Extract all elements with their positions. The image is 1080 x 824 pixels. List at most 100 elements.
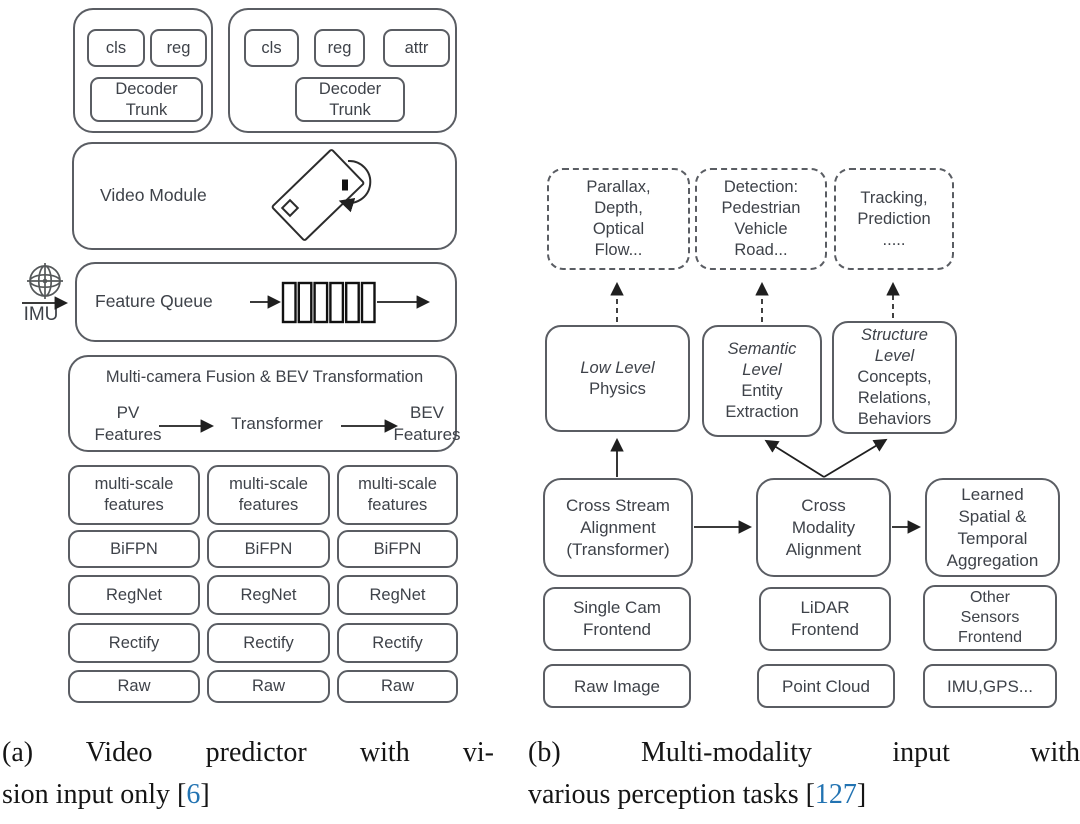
point-cloud-box: Point Cloud [757,664,895,708]
decoder-trunk-box: Decoder Trunk [90,77,203,122]
decoder-trunk-line: Decoder [115,79,178,98]
decoder-trunk-line: Trunk [125,100,168,119]
bev-features-label: BEV Features [390,402,464,446]
stack-multiscale-box: multi-scale features [207,465,330,525]
stack-bifpn-box: BiFPN [337,530,458,568]
stack-line: features [104,496,164,514]
video-module-label: Video Module [100,185,207,205]
stack-line: BiFPN [244,539,293,558]
head-attr-label: attr [404,38,429,57]
stack-line: BiFPN [373,539,422,558]
learned-aggregation-box: Learned Spatial & Temporal Aggregation [925,478,1060,577]
stack-line: BiFPN [110,539,158,558]
transformer-label: Transformer [231,414,323,433]
raw-line: IMU,GPS... [947,676,1033,696]
level-italic-line: Low Level [580,358,655,377]
level-italic-line: Level [874,347,915,365]
stack-line: RegNet [106,585,162,604]
task-tracking-box: Tracking, Prediction ..... [834,168,954,270]
level-structure-box: Structure Level Concepts, Relations, Beh… [832,321,957,434]
level-line: Concepts, [857,368,932,386]
head-attr-box: attr [383,29,450,67]
head-cls-box: cls [244,29,299,67]
stack-line: Raw [380,677,414,695]
task-parallax-box: Parallax, Depth, Optical Flow... [547,168,690,270]
stack-bifpn-box: BiFPN [68,530,200,568]
imu-gps-box: IMU,GPS... [923,664,1057,708]
frontend-line: Other [969,589,1010,606]
caption-b-bracket: ] [856,779,867,810]
stack-line: Rectify [243,633,294,652]
stack-line: features [367,496,428,514]
head-reg-box: reg [314,29,365,67]
raw-line: Raw Image [574,676,660,696]
head-reg-box: reg [150,29,207,67]
alignment-line: Alignment [785,539,862,559]
head-cls-label: cls [261,38,282,57]
cross-stream-alignment-box: Cross Stream Alignment (Transformer) [543,478,693,577]
pv-line: PV [116,403,140,422]
alignment-line: Spatial & [958,506,1027,526]
stack-regnet-box: RegNet [207,575,330,615]
stack-multiscale-box: multi-scale features [337,465,458,525]
level-line: Behaviors [857,410,932,428]
stack-line: Raw [251,677,285,695]
video-module-box [72,142,457,250]
caption-b-line2: various perception tasks [127] [528,774,1080,816]
bev-line: BEV [409,403,445,422]
head-reg-label: reg [166,38,191,57]
frontend-line: Single Cam [573,598,661,617]
stack-line: multi-scale [358,475,437,493]
level-italic-line: Structure [861,326,928,344]
task-line: Depth, [594,199,643,217]
citation-link-127[interactable]: 127 [814,779,857,810]
head-cls-label: cls [105,38,127,57]
multicam-title: Multi-camera Fusion & BEV Transformation [105,368,424,386]
stack-rectify-box: Rectify [68,623,200,663]
decoder-trunk-line: Trunk [329,100,371,119]
cross-modality-alignment-box: Cross Modality Alignment [756,478,891,577]
stack-regnet-box: RegNet [68,575,200,615]
multicam-fusion-box: Multi-camera Fusion & BEV Transformation… [68,355,461,452]
decoder-trunk-box: Decoder Trunk [295,77,405,122]
caption-b-text: various perception tasks [ [528,779,815,810]
caption-b: (b) Multi-modality input with various pe… [528,732,1080,816]
caption-b-line1: (b) Multi-modality input with [528,737,1080,768]
stack-line: RegNet [369,585,426,604]
frontend-line: Frontend [957,629,1023,646]
stack-line: Rectify [372,633,423,652]
level-low-box: Low Level Physics [545,325,690,432]
level-line: Entity [741,382,783,400]
other-sensors-frontend-box: Other Sensors Frontend [923,585,1057,651]
single-cam-frontend-box: Single Cam Frontend [543,587,691,651]
pv-features-label: PV Features [90,402,166,446]
feature-queue-label: Feature Queue [95,291,213,311]
modality-to-structure-arrow [823,438,888,478]
stack-raw-box: Raw [207,670,330,703]
stack-line: features [238,496,299,514]
imu-label: IMU [23,304,59,325]
modality-to-semantic-arrow [764,439,825,478]
caption-a-text: sion input only [ [2,779,187,810]
stack-regnet-box: RegNet [337,575,458,615]
caption-a-line2: sion input only [6] [2,774,494,816]
task-line: Parallax, [586,178,651,196]
caption-a: (a) Video predictor with vi- sion input … [2,732,494,816]
task-line: Prediction [857,209,931,228]
bev-line: Features [393,425,461,444]
level-line: Relations, [857,389,932,407]
dashed-arrows [610,281,900,322]
stack-rectify-box: Rectify [207,623,330,663]
caption-a-line1: (a) Video predictor with vi- [2,737,494,768]
head-reg-label: reg [327,38,352,57]
stack-line: multi-scale [94,475,174,493]
stack-line: multi-scale [229,475,308,493]
alignment-line: (Transformer) [566,539,670,559]
stack-line: Raw [117,677,151,695]
stack-bifpn-box: BiFPN [207,530,330,568]
citation-link-6[interactable]: 6 [186,779,201,810]
stack-raw-box: Raw [337,670,458,703]
alignment-line: Aggregation [946,550,1039,570]
frontend-line: Frontend [582,620,652,639]
